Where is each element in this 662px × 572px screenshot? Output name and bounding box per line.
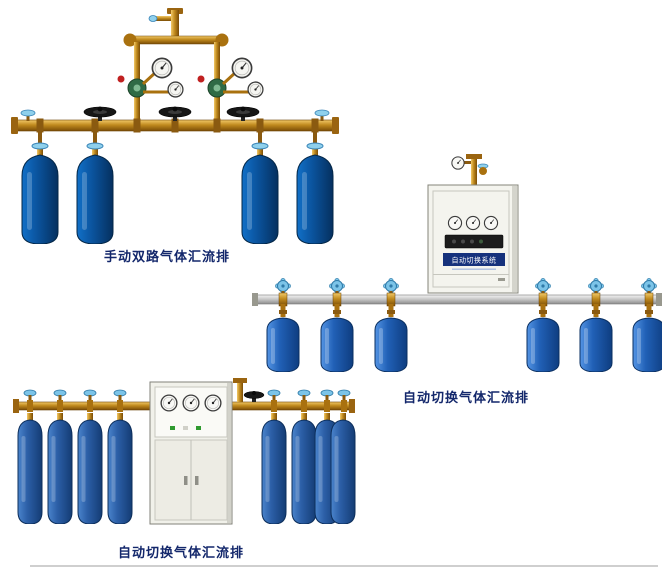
pressure-gauge <box>182 394 200 412</box>
top-header-assembly <box>123 8 229 122</box>
cylinder-stations <box>266 278 662 372</box>
valve-handwheel <box>158 106 192 121</box>
station <box>107 389 133 524</box>
station <box>314 389 340 524</box>
station <box>17 389 43 524</box>
cabinet-label: 自动切换系统 <box>452 256 497 265</box>
gas-cylinder <box>266 317 300 372</box>
riser-pipe <box>233 378 247 402</box>
auto-switch-floor-manifold-illustration <box>13 378 356 525</box>
station <box>266 278 300 372</box>
cabinet-label-plate <box>443 253 505 266</box>
station <box>579 278 613 372</box>
pressure-gauge <box>231 57 253 79</box>
station <box>330 389 356 524</box>
gas-cylinder <box>320 317 354 372</box>
gas-cylinder <box>579 317 613 372</box>
station <box>47 389 73 524</box>
station <box>632 278 662 372</box>
gas-cylinder <box>107 412 133 524</box>
gas-cylinder <box>76 142 114 244</box>
pressure-gauge <box>465 215 481 231</box>
indicator-light <box>183 426 188 430</box>
valve-handwheel <box>83 106 117 121</box>
manual-dual-manifold-illustration <box>11 8 339 244</box>
indicator-light <box>196 426 201 430</box>
gas-cylinder <box>330 412 356 524</box>
gas-cylinder <box>526 317 560 372</box>
valve-handwheel <box>226 106 260 121</box>
station <box>77 389 103 524</box>
gas-cylinder <box>17 412 43 524</box>
valve-handwheel <box>243 391 265 402</box>
control-cabinet <box>149 381 233 525</box>
control-cabinet: 自动切换系统 <box>427 184 519 294</box>
station <box>261 389 287 524</box>
product-caption: 自动切换气体汇流排 <box>118 545 245 560</box>
product-caption: 自动切换气体汇流排 <box>403 390 530 405</box>
gas-cylinder <box>291 412 317 524</box>
pressure-gauge <box>204 394 222 412</box>
cabinet-handle <box>195 476 199 485</box>
auto-switch-manifold-illustration: 自动切换系统 <box>252 154 662 372</box>
cylinder-stations <box>17 389 356 524</box>
gas-cylinder <box>21 142 59 244</box>
pressure-gauge <box>247 81 264 98</box>
pressure-gauge <box>483 215 499 231</box>
gas-cylinder <box>77 412 103 524</box>
gas-cylinder <box>632 317 662 372</box>
pressure-gauge <box>447 215 463 231</box>
station <box>526 278 560 372</box>
valve-knob <box>314 109 330 121</box>
station <box>320 278 354 372</box>
gas-cylinder <box>374 317 408 372</box>
cabinet-handle <box>184 476 188 485</box>
station <box>374 278 408 372</box>
pressure-gauge <box>167 81 184 98</box>
cylinder-hoses <box>38 131 317 145</box>
pressure-gauge <box>151 57 173 79</box>
manifold-pipe <box>252 293 662 306</box>
station <box>291 389 317 524</box>
indicator-light <box>170 426 175 430</box>
gas-cylinder <box>47 412 73 524</box>
pressure-gauge <box>160 394 178 412</box>
valve-knob <box>20 109 36 121</box>
cabinet-handle <box>498 278 505 281</box>
valve-knob <box>148 15 158 22</box>
bottom-divider <box>30 565 658 567</box>
cabinet-top-piping <box>451 154 489 185</box>
gas-cylinder <box>261 412 287 524</box>
product-caption: 手动双路气体汇流排 <box>104 249 231 264</box>
pressure-gauge <box>451 156 465 170</box>
